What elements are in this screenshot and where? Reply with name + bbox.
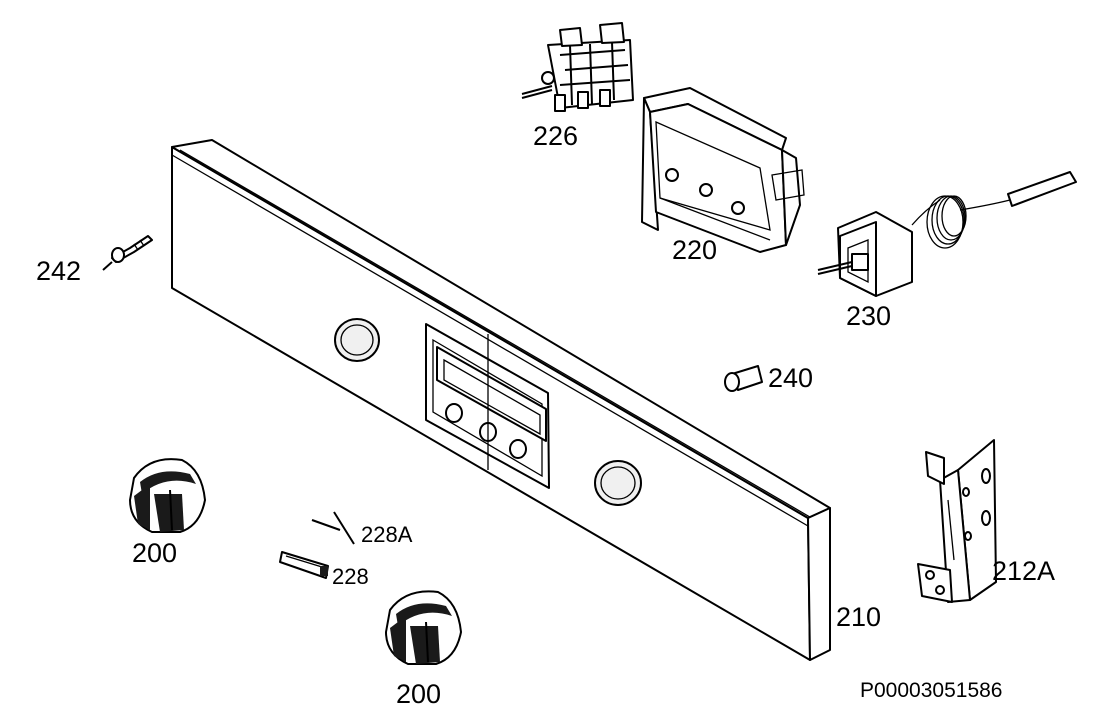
- label-230: 230: [846, 301, 891, 331]
- switch-228: [279, 551, 329, 579]
- knob-200-left: [129, 458, 206, 533]
- label-220: 220: [672, 235, 717, 265]
- label-228a: 228A: [361, 522, 413, 547]
- label-240: 240: [768, 363, 813, 393]
- label-200-left: 200: [132, 538, 177, 568]
- thermostat-230: [817, 171, 1077, 297]
- label-226: 226: [533, 121, 578, 151]
- clip-228a: [311, 511, 355, 545]
- control-panel-210: [171, 139, 831, 661]
- label-242: 242: [36, 256, 81, 286]
- module-housing-220: [641, 87, 805, 253]
- label-228: 228: [332, 564, 369, 589]
- label-212a: 212A: [992, 556, 1055, 586]
- bracket-212a: [917, 439, 997, 603]
- bulb-242: [102, 235, 153, 271]
- pin-240: [724, 365, 763, 392]
- knob-200-bottom: [385, 590, 462, 665]
- label-210: 210: [836, 602, 881, 632]
- selector-switch-226: [521, 22, 634, 112]
- reference-code: P00003051586: [860, 679, 1002, 702]
- label-200-bottom: 200: [396, 679, 441, 709]
